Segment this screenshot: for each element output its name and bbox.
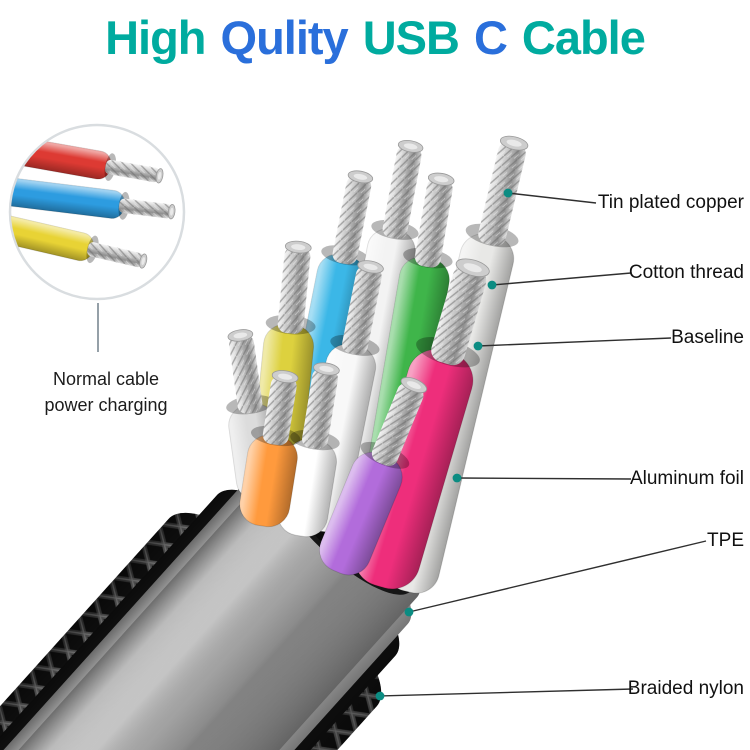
- label-cotton-thread: Cotton thread: [628, 262, 744, 283]
- leader-dot-tin-plated-copper: [503, 188, 513, 198]
- leader-line-tin-plated-copper: [507, 192, 597, 204]
- inset-caption-line2: power charging: [44, 395, 168, 416]
- purple-wire: [319, 377, 427, 576]
- inset-blue-wire: [11, 175, 176, 220]
- label-aluminum-foil: Aluminum foil: [629, 468, 744, 489]
- leader-line-braided-nylon: [379, 688, 634, 697]
- orange-wire: [239, 370, 301, 528]
- title-word: High: [105, 11, 206, 64]
- leader-line-tpe: [408, 540, 707, 613]
- leader-dot-tpe: [404, 607, 414, 617]
- label-baseline: Baseline: [671, 327, 744, 348]
- cable-wires: [226, 135, 529, 594]
- inset-caption: Normal cable power charging: [8, 366, 204, 418]
- normal-cable-inset: [8, 123, 186, 352]
- label-tin-plated-copper: Tin plated copper: [597, 192, 744, 213]
- leader-lines: [375, 188, 707, 701]
- leader-dot-cotton-thread: [487, 280, 497, 290]
- label-tpe: TPE: [707, 530, 744, 551]
- leader-dot-baseline: [473, 341, 483, 351]
- title-word: USB: [362, 11, 460, 64]
- title-word: Cable: [521, 11, 646, 64]
- inset-caption-line1: Normal cable: [52, 369, 160, 389]
- leader-dot-aluminum-foil: [452, 473, 462, 483]
- leader-line-baseline: [477, 337, 672, 347]
- page-title: High Qulity USB C Cable: [0, 10, 750, 65]
- leader-dot-braided-nylon: [375, 691, 385, 701]
- title-word: C: [473, 11, 508, 64]
- leader-line-aluminum-foil: [456, 477, 632, 480]
- label-braided-nylon: Braided nylon: [627, 678, 744, 699]
- title-word: Qulity: [220, 11, 349, 64]
- leader-line-cotton-thread: [491, 272, 632, 286]
